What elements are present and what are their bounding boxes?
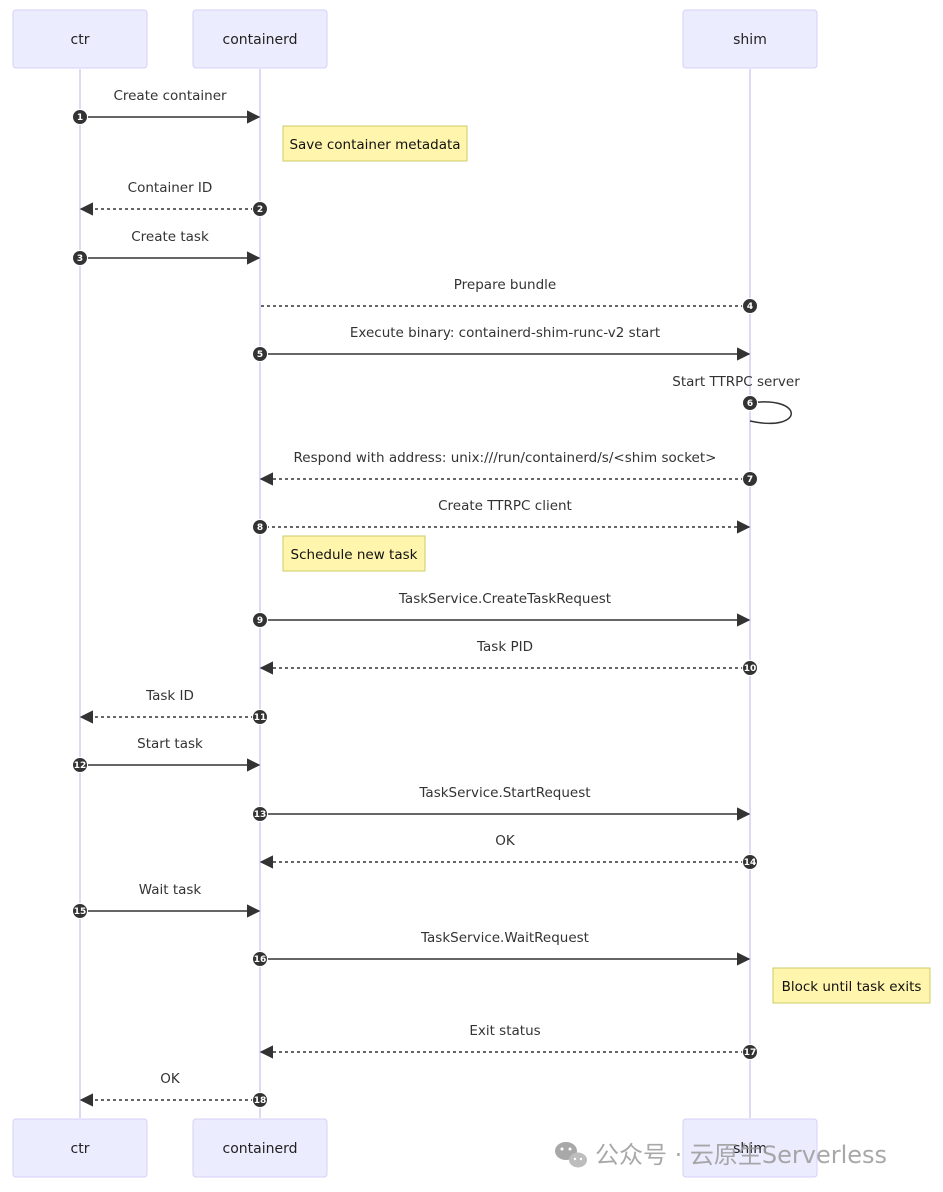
participant-ctr-top: ctr [12, 9, 148, 69]
note-schedule-new-task: Schedule new task [282, 535, 426, 572]
sequence-number: 12 [74, 761, 87, 771]
sequence-number: 16 [254, 955, 267, 965]
message-3: Create task 3 [72, 229, 261, 266]
message-4: Prepare bundle 4 [261, 277, 758, 314]
participant-label: ctr [71, 32, 90, 48]
sequence-number-badge [252, 1092, 268, 1108]
sequence-number: 6 [747, 399, 753, 409]
sequence-number: 14 [744, 858, 757, 868]
message-label: TaskService.CreateTaskRequest [398, 591, 611, 607]
message-label: Create container [113, 88, 227, 104]
sequence-number: 8 [257, 523, 263, 533]
sequence-number-badge [742, 1044, 758, 1060]
message-label: Task PID [476, 639, 533, 655]
message-6: Start TTRPC server 6 [672, 374, 800, 425]
sequence-number-badge [252, 612, 268, 628]
sequence-number-badge [72, 109, 88, 125]
sequence-number-badge [742, 471, 758, 487]
message-label: Respond with address: unix:///run/contai… [294, 450, 717, 466]
sequence-number-badge [252, 806, 268, 822]
sequence-number: 9 [257, 616, 263, 626]
wechat-icon [555, 1142, 587, 1168]
participant-shim-bottom: shim [682, 1118, 818, 1178]
sequence-number: 7 [747, 475, 753, 485]
sequence-number: 1 [77, 113, 83, 123]
participant-label: shim [733, 1141, 767, 1157]
participant-label: ctr [71, 1141, 90, 1157]
message-1: Create container 1 [72, 88, 261, 125]
sequence-number-badge [72, 903, 88, 919]
message-label: OK [160, 1071, 181, 1087]
message-11: Task ID 11 [79, 688, 268, 725]
message-9: TaskService.CreateTaskRequest 9 [252, 591, 751, 628]
sequence-number-badge [742, 854, 758, 870]
sequence-number-badge [252, 519, 268, 535]
note-text: Block until task exits [782, 979, 922, 995]
message-label: Start TTRPC server [672, 374, 800, 390]
message-18: OK 18 [79, 1071, 268, 1108]
message-label: Container ID [128, 180, 213, 196]
sequence-number-badge [72, 757, 88, 773]
message-15: Wait task 15 [72, 882, 261, 919]
message-label: Start task [137, 736, 203, 752]
participant-containerd-top: containerd [192, 9, 328, 69]
message-10: Task PID 10 [259, 639, 758, 676]
participant-ctr-bottom: ctr [12, 1118, 148, 1178]
message-label: Task ID [145, 688, 194, 704]
sequence-number: 3 [77, 254, 83, 264]
sequence-number: 18 [254, 1096, 267, 1106]
participant-label: shim [733, 32, 767, 48]
sequence-number-badge [742, 298, 758, 314]
participant-label: containerd [223, 1141, 298, 1157]
sequence-number-badge [742, 395, 758, 411]
sequence-number-badge [252, 709, 268, 725]
message-5: Execute binary: containerd-shim-runc-v2 … [252, 325, 751, 362]
watermark-text: 公众号 · 云原生Serverless [595, 1141, 887, 1169]
participant-containerd-bottom: containerd [192, 1118, 328, 1178]
sequence-number-badge [742, 660, 758, 676]
sequence-number: 10 [744, 664, 757, 674]
watermark: 公众号 · 云原生Serverless [555, 1141, 887, 1169]
sequence-number: 5 [257, 350, 263, 360]
message-label: Create task [131, 229, 209, 245]
message-16: TaskService.WaitRequest 16 [252, 930, 751, 967]
message-17: Exit status 17 [259, 1023, 758, 1060]
message-label: Prepare bundle [454, 277, 556, 293]
message-8: Create TTRPC client 8 [252, 498, 751, 535]
message-label: Execute binary: containerd-shim-runc-v2 … [350, 325, 660, 341]
note-block-until-task-exits: Block until task exits [772, 967, 931, 1004]
message-2: Container ID 2 [79, 180, 268, 217]
participant-label: containerd [223, 32, 298, 48]
message-line [749, 401, 792, 425]
message-7: Respond with address: unix:///run/contai… [259, 450, 758, 487]
sequence-number: 11 [254, 713, 267, 723]
message-13: TaskService.StartRequest 13 [252, 785, 751, 822]
sequence-number-badge [252, 346, 268, 362]
note-save-container-metadata: Save container metadata [282, 125, 468, 162]
sequence-number-badge [252, 951, 268, 967]
message-label: Exit status [469, 1023, 540, 1039]
message-12: Start task 12 [72, 736, 261, 773]
sequence-number: 17 [744, 1048, 757, 1058]
sequence-number: 2 [257, 205, 263, 215]
message-label: TaskService.WaitRequest [420, 930, 589, 946]
sequence-number: 4 [747, 302, 753, 312]
message-14: OK 14 [259, 833, 758, 870]
sequence-number: 13 [254, 810, 267, 820]
sequence-number-badge [72, 250, 88, 266]
sequence-number: 15 [74, 907, 87, 917]
participant-shim-top: shim [682, 9, 818, 69]
message-label: Wait task [139, 882, 202, 898]
message-label: TaskService.StartRequest [418, 785, 590, 801]
message-label: Create TTRPC client [438, 498, 572, 514]
note-text: Save container metadata [289, 137, 460, 153]
note-text: Schedule new task [291, 547, 418, 563]
message-label: OK [495, 833, 516, 849]
sequence-number-badge [252, 201, 268, 217]
